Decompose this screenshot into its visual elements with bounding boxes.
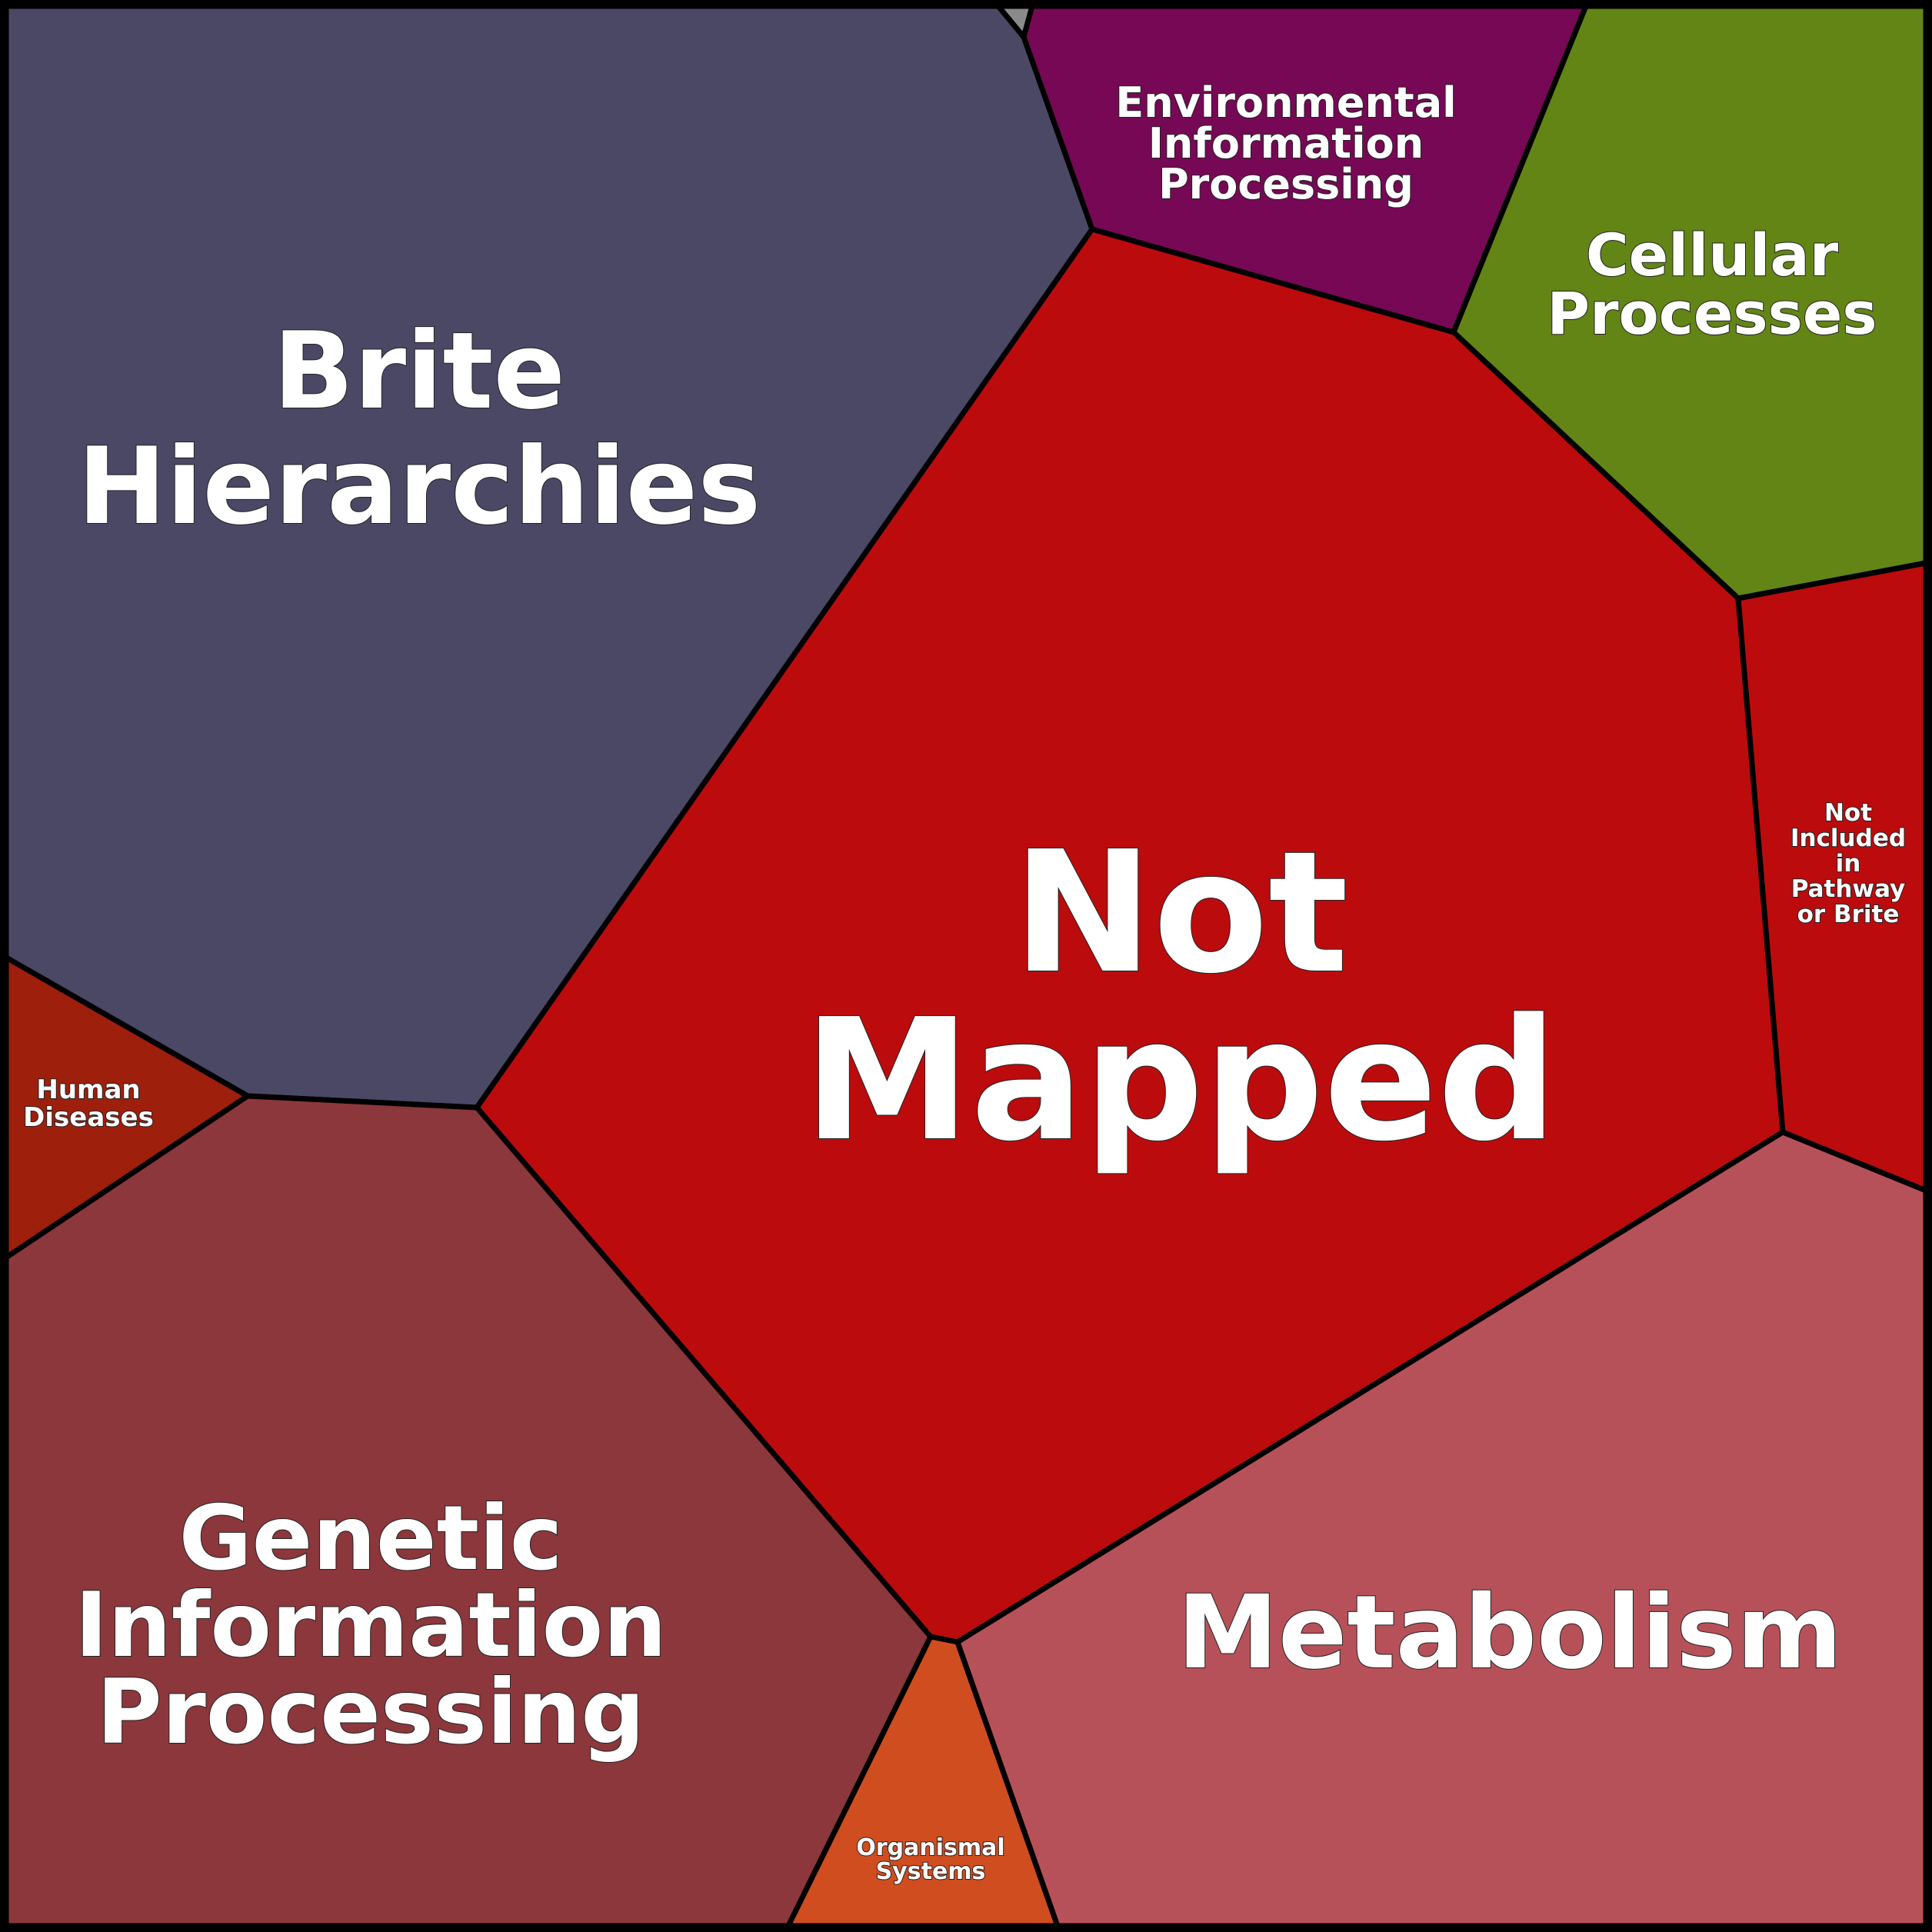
human-diseases-label-line: Diseases	[23, 1102, 154, 1133]
metabolism-label: Metabolism	[1178, 1574, 1843, 1692]
environmental-information-processing-label-line: Information	[1148, 119, 1424, 168]
brite-hierarchies-label-line: Brite	[273, 309, 565, 433]
organismal-systems-label-line: Systems	[876, 1858, 986, 1885]
environmental-information-processing-label-line: Environmental	[1115, 78, 1456, 127]
cellular-processes-label-line: Cellular	[1586, 221, 1839, 289]
genetic-information-processing-label-line: Information	[75, 1574, 667, 1677]
not-included-in-pathway-or-brite-label-line: in	[1836, 850, 1861, 878]
cellular-processes-label-line: Processes	[1547, 279, 1877, 348]
not-included-in-pathway-or-brite-label-line: Pathway	[1791, 875, 1906, 903]
brite-hierarchies-label-line: Hierarchies	[78, 425, 761, 548]
organismal-systems-label-line: Organismal	[856, 1834, 1004, 1861]
not-included-in-pathway-or-brite-label-line: Included	[1790, 824, 1906, 852]
not-included-in-pathway-or-brite-label-line: or Brite	[1797, 901, 1900, 928]
human-diseases-label-line: Human	[36, 1074, 140, 1105]
genetic-information-processing-label-line: Genetic	[178, 1487, 562, 1591]
not-mapped-label-line: Mapped	[804, 984, 1557, 1178]
metabolism-label-line: Metabolism	[1178, 1574, 1843, 1692]
not-mapped-label-line: Not	[1013, 816, 1348, 1011]
environmental-information-processing-label-line: Processing	[1158, 160, 1414, 208]
genetic-information-processing-label-line: Processing	[97, 1661, 645, 1764]
not-included-in-pathway-or-brite-label-line: Not	[1824, 799, 1872, 827]
